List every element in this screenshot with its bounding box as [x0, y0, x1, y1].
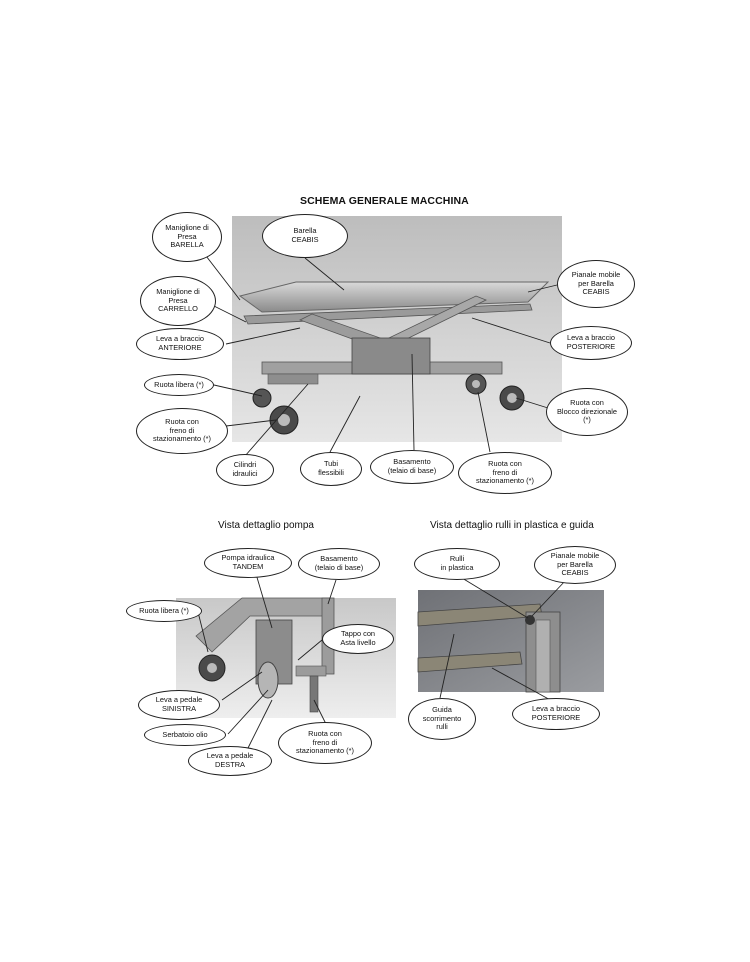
main-title: SCHEMA GENERALE MACCHINA	[300, 195, 469, 207]
callout-tubi: Tubi flessibili	[300, 452, 362, 486]
callout-rollers-leva-posteriore: Leva a braccio POSTERIORE	[512, 698, 600, 730]
callout-tappo-asta: Tappo con Asta livello	[322, 624, 394, 654]
callout-leva-sinistra: Leva a pedale SINISTRA	[138, 690, 220, 720]
callout-pump-basamento: Basamento (telaio di base)	[298, 548, 380, 580]
callout-pianale-mobile: Pianale mobile per Barella CEABIS	[557, 260, 635, 308]
callout-pompa-tandem: Pompa idraulica TANDEM	[204, 548, 292, 578]
callout-pump-ruota-libera: Ruota libera (*)	[126, 600, 202, 622]
callout-leva-posteriore: Leva a braccio POSTERIORE	[550, 326, 632, 360]
callout-ruota-freno-front: Ruota con freno di stazionamento (*)	[136, 408, 228, 454]
callout-basamento: Basamento (telaio di base)	[370, 450, 454, 484]
callout-rulli-plastica: Rulli in plastica	[414, 548, 500, 580]
callout-leva-destra: Leva a pedale DESTRA	[188, 746, 272, 776]
pump-title: Vista dettaglio pompa	[218, 520, 314, 531]
callout-leva-anteriore: Leva a braccio ANTERIORE	[136, 328, 224, 360]
callout-cilindri: Cilindri idraulici	[216, 454, 274, 486]
callout-ruota-freno-rear: Ruota con freno di stazionamento (*)	[458, 452, 552, 494]
stretcher-tray	[238, 281, 550, 313]
callout-pump-ruota-freno: Ruota con freno di stazionamento (*)	[278, 722, 372, 764]
callout-maniglione-barella: Maniglione di Presa BARELLA	[152, 212, 222, 262]
callout-maniglione-carrello: Maniglione di Presa CARRELLO	[140, 276, 216, 326]
callout-serbatoio: Serbatoio olio	[144, 724, 226, 746]
callout-guida-rulli: Guida scorrimento rulli	[408, 698, 476, 740]
rollers-title: Vista dettaglio rulli in plastica e guid…	[430, 520, 594, 531]
callout-barella-ceabis: Barella CEABIS	[262, 214, 348, 258]
callout-ruota-libera: Ruota libera (*)	[144, 374, 214, 396]
callout-ruota-blocco: Ruota con Blocco direzionale (*)	[546, 388, 628, 436]
callout-rollers-pianale: Pianale mobile per Barella CEABIS	[534, 546, 616, 584]
